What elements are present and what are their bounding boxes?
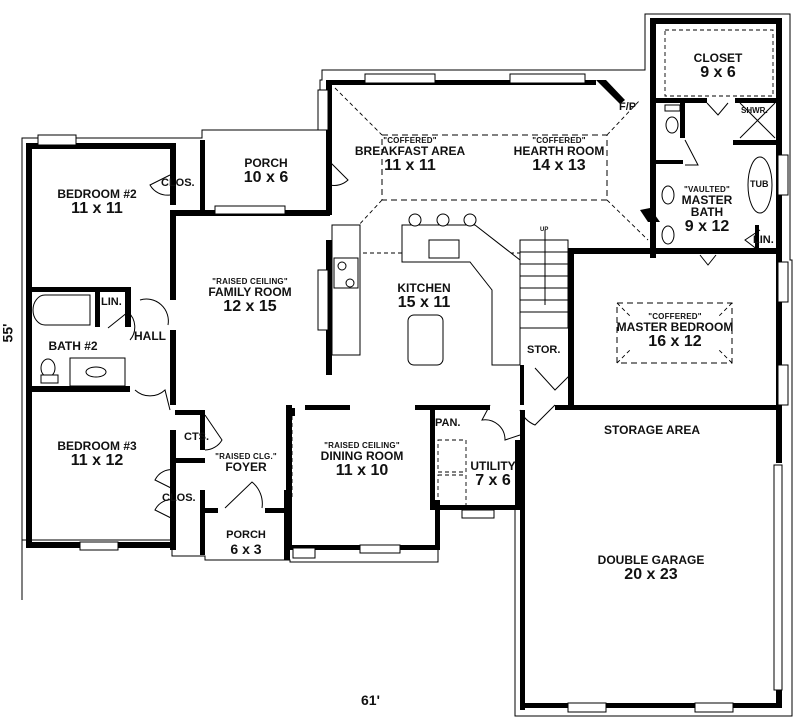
room-bath-2: BATH #2 (48, 340, 97, 352)
room-name: UTILITY (470, 459, 516, 473)
room-porch-rear: PORCH 10 x 6 (244, 157, 288, 186)
room-dimensions: 10 x 6 (243, 169, 289, 186)
room-dimensions: 20 x 23 (624, 566, 678, 583)
tag-stairs-up: UP (540, 227, 549, 233)
room-dimensions: 16 x 12 (648, 333, 702, 350)
room-name: BATH #2 (48, 339, 98, 353)
room-name: MASTER (681, 193, 733, 207)
room-utility: UTILITY 7 x 6 (470, 460, 515, 489)
room-name: KITCHEN (397, 281, 451, 295)
room-dimensions: 9 x 6 (700, 64, 736, 81)
room-name: HEARTH ROOM (513, 144, 605, 158)
overall-width-dimension: 61' (361, 692, 380, 708)
room-master-bedroom: "COFFERED" MASTER BEDROOM 16 x 12 (617, 313, 734, 350)
room-hearth-room: "COFFERED" HEARTH ROOM 14 x 13 (514, 137, 605, 174)
room-dimensions: 7 x 6 (475, 472, 511, 489)
room-master-bath: "VAULTED" MASTER BATH 9 x 12 (682, 186, 733, 235)
ceiling-note: "VAULTED" (684, 185, 730, 194)
room-name: BEDROOM #3 (57, 439, 137, 453)
tag-linen-bath-2: LIN. (101, 296, 122, 308)
room-closet: CLOSET 9 x 6 (694, 52, 743, 81)
room-kitchen: KITCHEN 15 x 11 (397, 282, 450, 311)
tag-linen-master: LIN. (753, 234, 774, 246)
room-name: STORAGE AREA (603, 423, 701, 437)
walls (26, 18, 782, 710)
room-hall: HALL (134, 330, 166, 342)
ceiling-note: "COFFERED" (648, 312, 702, 321)
room-bedroom-2: BEDROOM #2 11 x 11 (57, 188, 136, 217)
room-dimensions: 15 x 11 (397, 294, 451, 311)
ceiling-note: "COFFERED" (532, 136, 586, 145)
overall-depth-dimension: 55' (0, 323, 16, 343)
room-dining-room: "RAISED CEILING" DINING ROOM 11 x 10 (321, 442, 404, 479)
tag-cts: CTS. (184, 431, 210, 443)
room-name: DOUBLE GARAGE (597, 553, 705, 567)
room-storage-area: STORAGE AREA (604, 424, 700, 436)
room-foyer: "RAISED CLG." FOYER (215, 452, 277, 474)
room-dimensions: 9 x 12 (684, 218, 730, 235)
room-name-line-2: BATH (690, 205, 724, 219)
tag-tub: TUB (750, 179, 769, 189)
ceiling-note: "RAISED CLG." (215, 452, 277, 461)
room-dimensions: 6 x 3 (230, 541, 262, 557)
tag-pantry: PAN. (435, 417, 461, 429)
room-dimensions: 11 x 11 (384, 157, 436, 174)
fixtures (32, 102, 776, 559)
tag-shower: SHWR. (741, 106, 768, 115)
tag-closet-bedroom-2: CLOS. (161, 177, 195, 189)
room-name: FOYER (225, 460, 267, 474)
room-dimensions: 11 x 11 (71, 200, 123, 217)
room-name: PORCH (226, 529, 266, 541)
room-dimensions: 12 x 15 (223, 298, 277, 315)
room-porch-front: PORCH 6 x 3 (226, 529, 266, 557)
room-family-room: "RAISED CEILING" FAMILY ROOM 12 x 15 (208, 278, 291, 315)
room-name: PORCH (244, 156, 288, 170)
tag-closet-bedroom-3: CLOS. (162, 492, 196, 504)
room-name: CLOSET (693, 51, 743, 65)
ceiling-note: "RAISED CEILING" (212, 277, 288, 286)
room-dimensions: 11 x 12 (70, 452, 124, 469)
room-name: MASTER BEDROOM (616, 320, 734, 334)
ceiling-note: "RAISED CEILING" (324, 441, 400, 450)
room-double-garage: DOUBLE GARAGE 20 x 23 (598, 554, 705, 583)
doors (107, 102, 761, 521)
tag-fireplace: F/P (619, 101, 637, 113)
room-bedroom-3: BEDROOM #3 11 x 12 (57, 440, 136, 469)
room-name: DINING ROOM (320, 449, 404, 463)
room-dimensions: 11 x 10 (335, 462, 389, 479)
room-name: FAMILY ROOM (208, 285, 292, 299)
tag-storage: STOR. (527, 344, 561, 356)
windows (37, 73, 789, 713)
room-name: BREAKFAST AREA (354, 144, 466, 158)
ceiling-note: "COFFERED" (383, 136, 437, 145)
room-name: BEDROOM #2 (57, 187, 137, 201)
room-dimensions: 14 x 13 (532, 157, 586, 174)
room-breakfast-area: "COFFERED" BREAKFAST AREA 11 x 11 (355, 137, 465, 174)
room-name: HALL (134, 329, 166, 343)
